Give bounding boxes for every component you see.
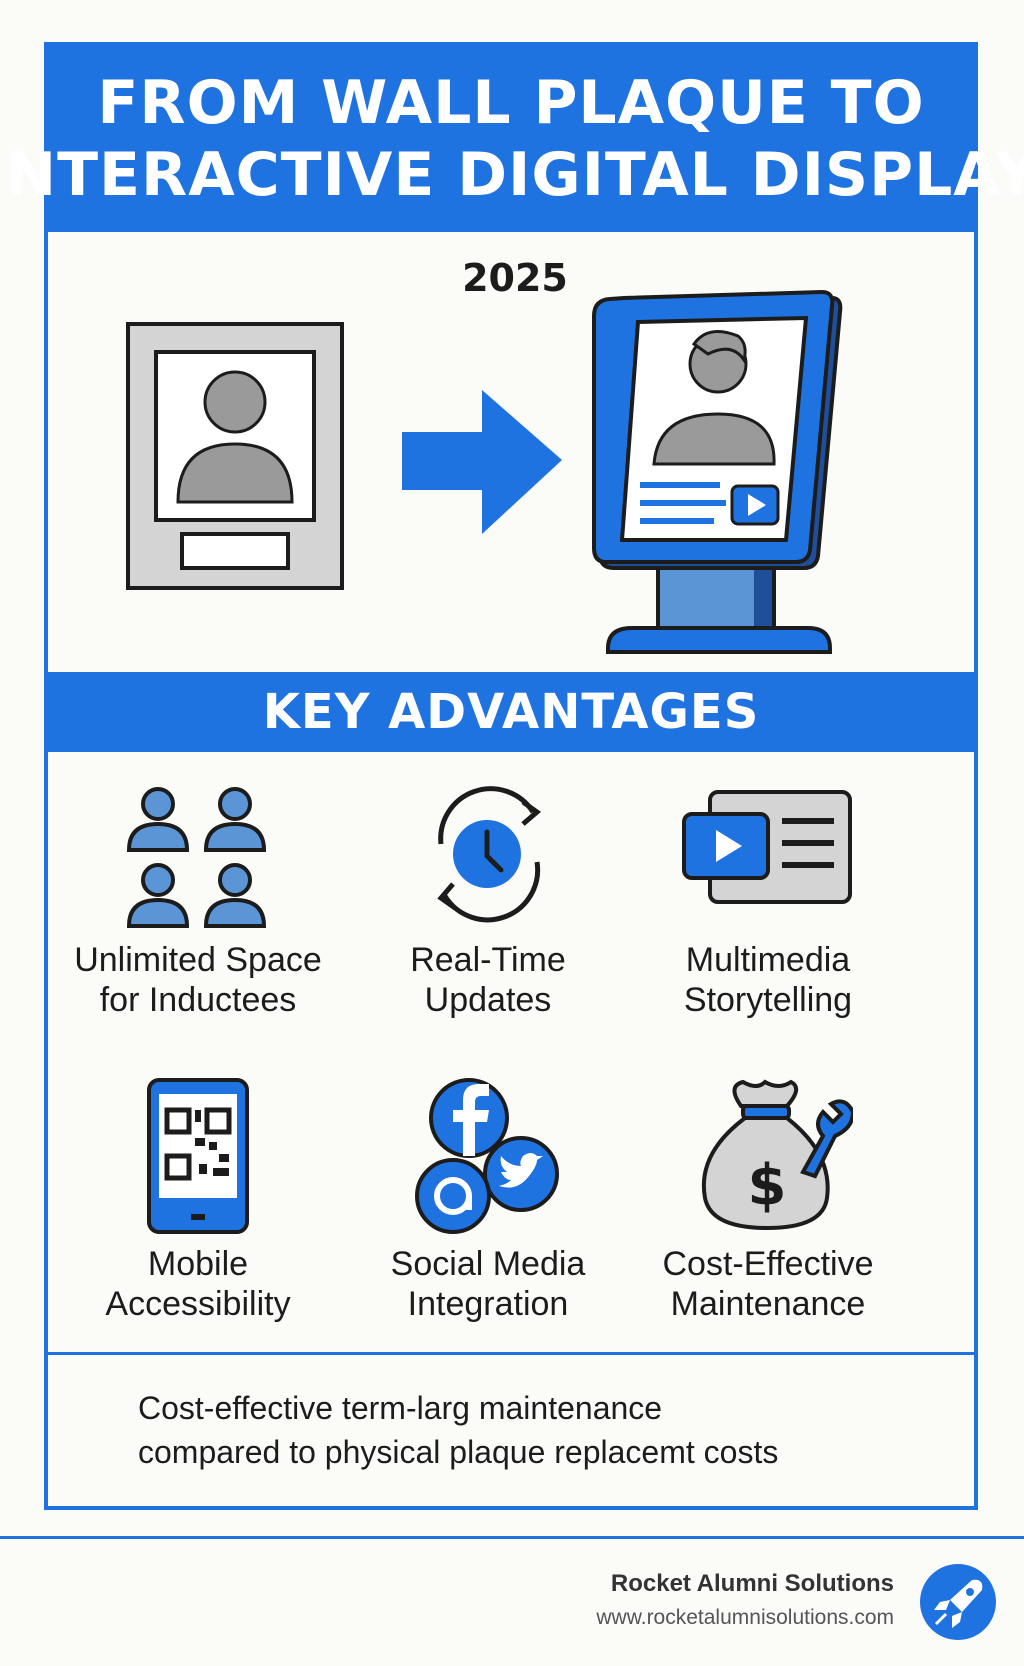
- feature-label: Social Media Integration: [390, 1245, 586, 1323]
- twitter-icon: [483, 1136, 559, 1212]
- brand-url: www.rocketalumnisolutions.com: [596, 1606, 894, 1629]
- feature-label: Multimedia Storytelling: [683, 941, 853, 1019]
- title-banner: FROM WALL PLAQUE TO INTERACTIVE DIGITAL …: [0, 46, 1024, 232]
- key-advantages-title: KEY ADVANTAGES: [262, 684, 760, 740]
- feature-unlimited-space: Unlimited Space for Inductees: [48, 782, 348, 1020]
- year-label: 2025: [462, 256, 568, 300]
- video-document-icon: [682, 790, 852, 904]
- feature-label: Unlimited Space for Inductees: [74, 941, 322, 1019]
- feature-label: Cost-Effective Maintenance: [662, 1245, 874, 1323]
- hero-illustration: [126, 289, 843, 654]
- feature-real-time-updates: Real-Time Updates: [338, 782, 638, 1020]
- feature-label: Mobile Accessibility: [105, 1245, 291, 1323]
- clock-refresh-icon: [437, 786, 542, 923]
- footnote-text: Cost-effective term-larg maintenance com…: [138, 1390, 779, 1470]
- feature-multimedia-storytelling: Multimedia Storytelling: [618, 782, 918, 1020]
- people-group-icon: [126, 787, 267, 928]
- svg-text:$: $: [748, 1153, 787, 1218]
- brand-name: Rocket Alumni Solutions: [610, 1570, 894, 1597]
- arrow-right-icon: [402, 390, 562, 534]
- wall-plaque-icon: [126, 322, 344, 590]
- feature-cost-effective-maintenance: $ Cost-Effective Maintenance: [618, 1076, 918, 1324]
- digital-kiosk-icon: [592, 289, 843, 654]
- infographic-frame: FROM WALL PLAQUE TO INTERACTIVE DIGITAL …: [0, 42, 1024, 1510]
- title-line-1: FROM WALL PLAQUE TO: [97, 68, 925, 138]
- feature-mobile-accessibility: Mobile Accessibility: [48, 1076, 348, 1324]
- feature-social-media-integration: Social Media Integration: [338, 1076, 638, 1324]
- facebook-icon: [429, 1078, 509, 1158]
- key-advantages-banner: KEY ADVANTAGES: [48, 672, 974, 752]
- social-media-icon: [415, 1078, 559, 1234]
- title-line-2: INTERACTIVE DIGITAL DISPLAY: [0, 140, 1024, 210]
- mobile-qr-icon: [147, 1078, 249, 1234]
- money-bag-wrench-icon: $: [701, 1079, 853, 1231]
- wrench-icon: [800, 1099, 853, 1179]
- footer-divider: [0, 1536, 1024, 1539]
- rocket-logo-icon: [920, 1564, 996, 1640]
- at-sign-icon: [415, 1158, 491, 1234]
- feature-label: Real-Time Updates: [410, 941, 566, 1019]
- section-divider: [48, 1352, 974, 1355]
